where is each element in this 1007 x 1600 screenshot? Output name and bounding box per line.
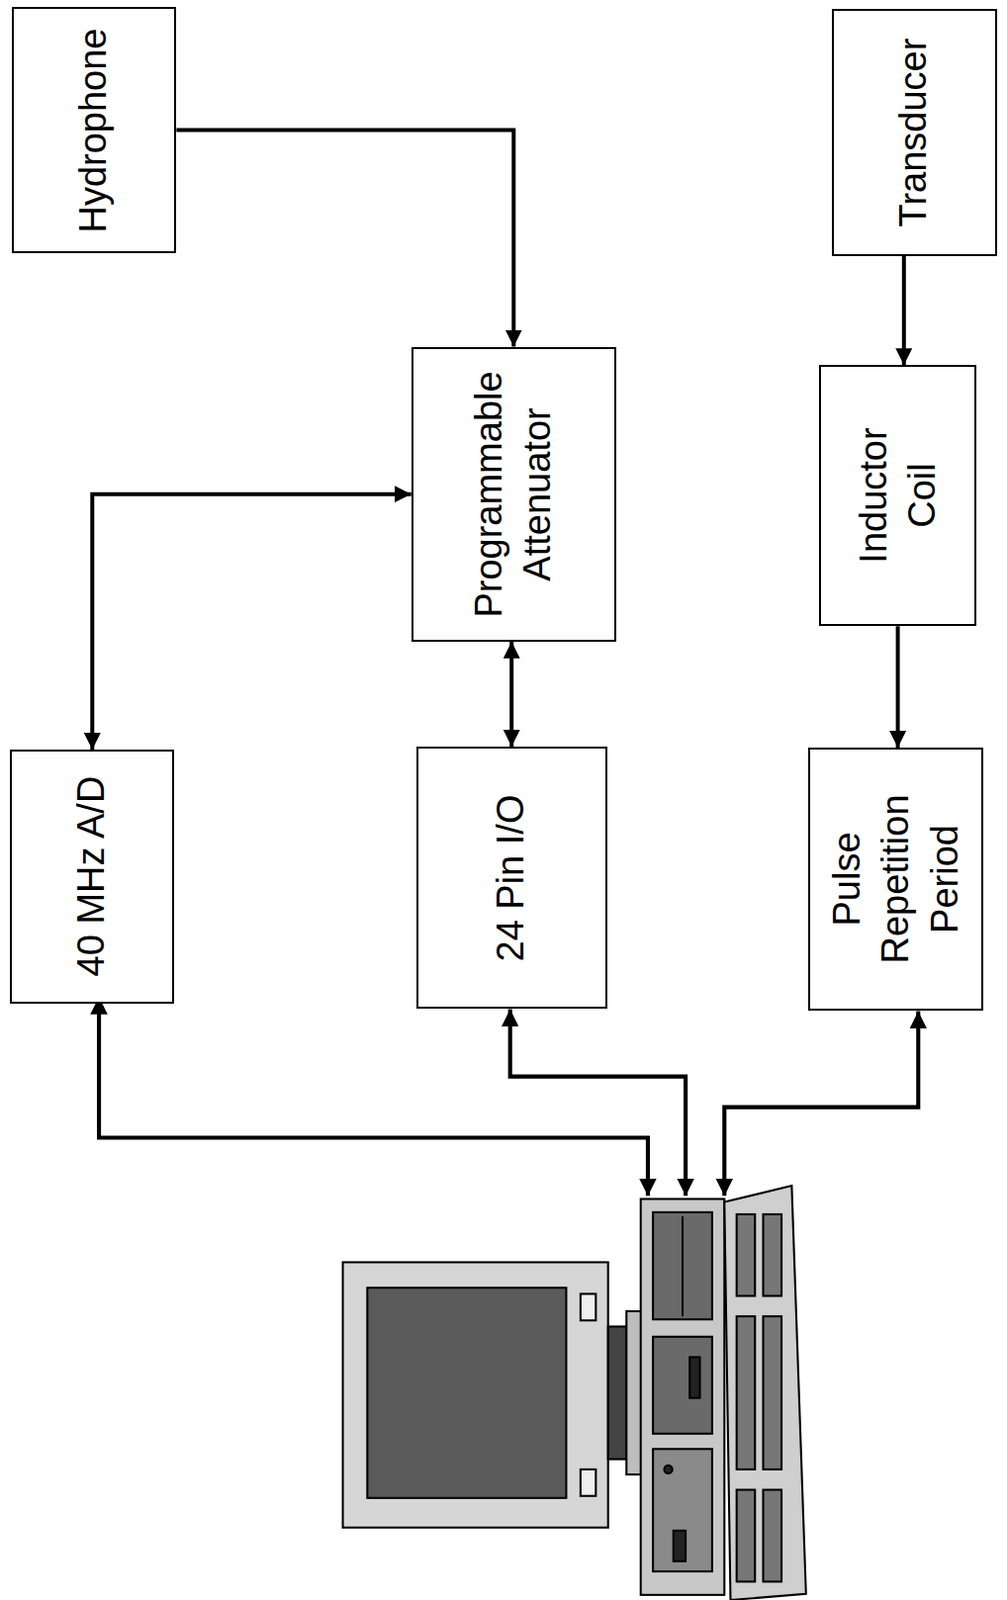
arrow-connector [902,256,907,366]
bus-line [724,1011,918,1197]
box-label: Hydrophone [70,20,119,241]
process-box: Transducer [831,8,998,257]
system-unit [640,1198,726,1595]
arrow-connector [176,130,514,348]
arrow-connector [509,641,514,747]
box-label: Inductor Coil [848,403,947,588]
process-box: Pulse Repetition Period [808,747,983,1011]
keyboard [724,1186,807,1600]
process-box: Hydrophone [11,6,177,255]
box-label: Transducer [889,22,938,243]
computer-bus-lines [98,997,918,1196]
box-label: Programmable Attenuator [464,361,563,629]
bus-line [510,1009,686,1197]
process-box: Programmable Attenuator [411,347,617,642]
box-label: Pulse Repetition Period [822,766,969,994]
bus-line [98,997,648,1196]
monitor [343,1262,643,1528]
process-box: Inductor Coil [819,365,977,627]
box-label: 24 Pin I/O [487,764,537,992]
process-box: 24 Pin I/O [416,746,608,1009]
process-box: 40 MHz A/D [9,749,175,1005]
arrow-connector [91,494,411,750]
arrow-connector [896,626,901,748]
box-label: 40 MHz A/D [68,763,117,991]
